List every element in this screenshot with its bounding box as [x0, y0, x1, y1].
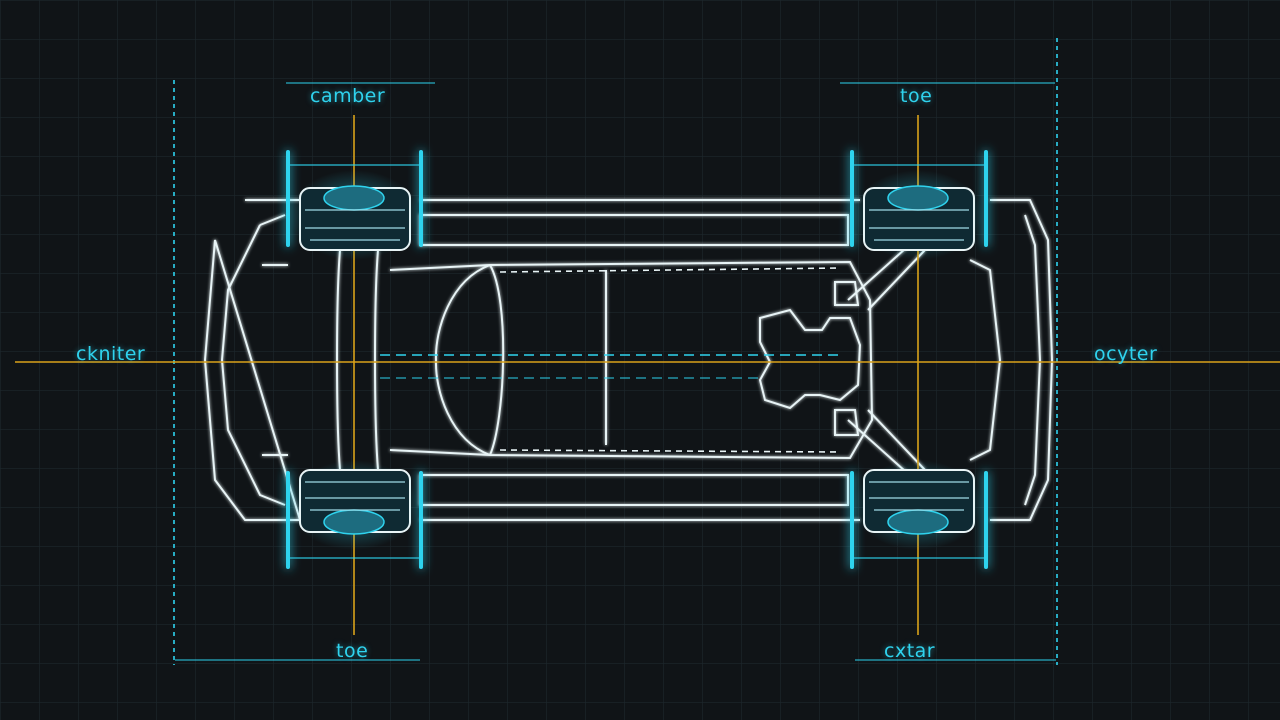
label-center-right: ocyter	[1094, 343, 1158, 365]
wheel-brackets	[286, 150, 988, 569]
label-camber: camber	[310, 85, 386, 107]
car-body-outline	[203, 199, 1054, 521]
wheel-front-left	[289, 170, 419, 260]
inner-dashed-lines	[499, 267, 841, 453]
label-toe-bottom: toe	[336, 640, 369, 662]
label-caster: cxtar	[884, 640, 936, 662]
wheel-rear-left	[289, 460, 419, 550]
label-center-left: ckniter	[76, 343, 146, 365]
wheel-front-right	[853, 170, 983, 260]
wheel-rear-right	[853, 460, 983, 550]
label-toe-top: toe	[900, 85, 933, 107]
bracket-crossbars	[288, 164, 986, 559]
